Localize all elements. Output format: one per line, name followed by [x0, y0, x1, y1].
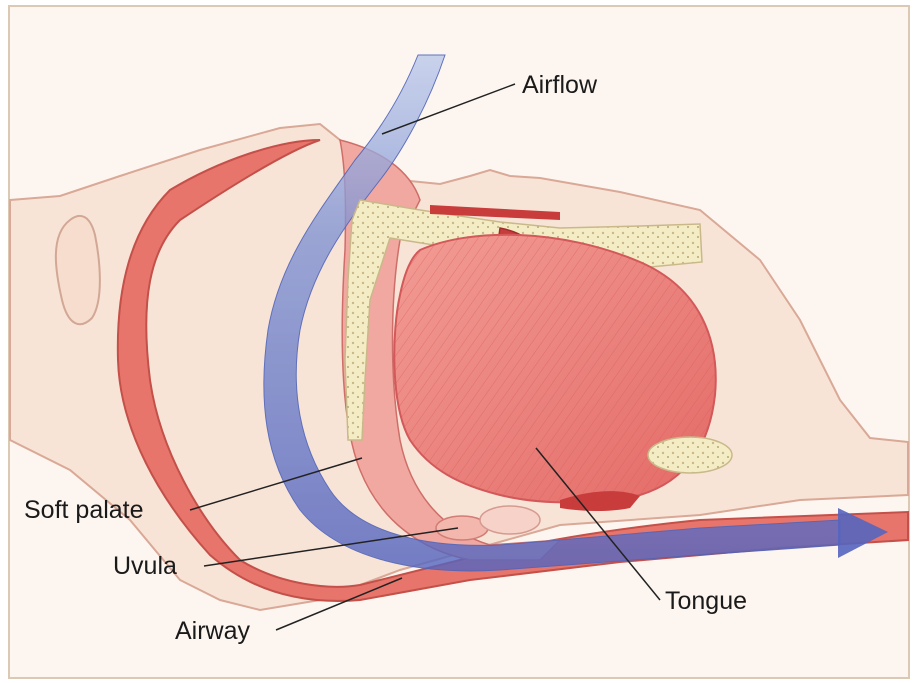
hyoid-bone [648, 437, 732, 473]
label-uvula: Uvula [113, 552, 177, 580]
epiglottis [480, 506, 540, 534]
label-airway: Airway [175, 617, 251, 645]
label-airflow: Airflow [522, 71, 598, 99]
label-soft-palate: Soft palate [24, 496, 144, 524]
label-tongue: Tongue [665, 587, 747, 615]
